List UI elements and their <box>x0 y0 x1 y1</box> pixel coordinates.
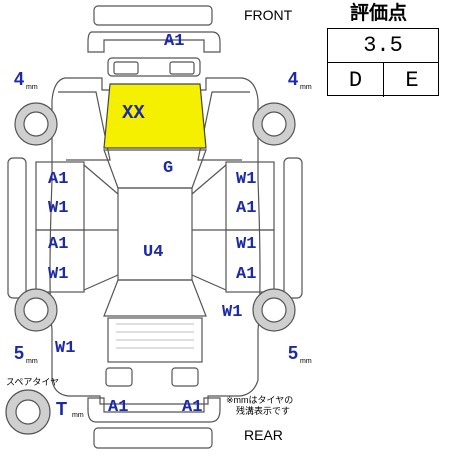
tread-rear-left: 5 <box>14 343 25 363</box>
front-label: FRONT <box>244 7 293 23</box>
code-rear-bumper-right: A1 <box>182 398 203 417</box>
rear-lamp-right <box>171 367 199 387</box>
score-title: 評価点 <box>350 3 408 24</box>
front-fender-right <box>197 91 250 161</box>
code-rear-bumper-left: A1 <box>108 398 129 417</box>
code-hood: XX <box>122 102 145 124</box>
code-roof-front: G <box>163 159 174 178</box>
rear-label: REAR <box>244 427 283 443</box>
front-bumper <box>87 31 221 53</box>
headlight-right <box>169 61 195 75</box>
headlight-left <box>113 61 139 75</box>
tread-rear-right: 5 <box>288 343 299 363</box>
spare-tire-label: スペアタイヤ <box>6 377 60 387</box>
trunk-panel <box>107 317 203 363</box>
front-bumper-bar <box>93 5 213 26</box>
code-left-front-door-2: W1 <box>48 199 69 218</box>
tread-front-left: 4 <box>14 69 25 89</box>
left-sill <box>7 157 27 299</box>
code-left-rear-door-2: W1 <box>48 265 69 284</box>
rear-bumper <box>87 397 221 423</box>
code-right-rear-fender: W1 <box>222 303 243 322</box>
rear-bumper-bar <box>93 427 213 449</box>
code-left-rear-door-1: A1 <box>48 235 69 254</box>
tread-unit: mm <box>72 412 84 419</box>
tread-spare: T <box>56 399 67 419</box>
grade-box: 3.5 D E <box>327 28 439 97</box>
roof-panel <box>117 187 193 281</box>
code-left-rear-fender: W1 <box>55 339 76 358</box>
right-rear-door <box>225 229 275 293</box>
body-outline <box>49 77 261 405</box>
code-right-front-door-1: W1 <box>236 170 257 189</box>
front-grille <box>107 57 201 77</box>
interior-score: D <box>328 63 384 97</box>
note-line-1: ※mmはタイヤの <box>226 395 294 405</box>
code-right-rear-door-1: W1 <box>236 235 257 254</box>
tread-unit: mm <box>26 358 38 365</box>
windshield <box>103 149 207 189</box>
tread-front-right: 4 <box>288 69 299 89</box>
code-front-bumper: A1 <box>164 32 185 51</box>
code-left-front-door-1: A1 <box>48 170 69 189</box>
overall-score: 3.5 <box>328 29 438 63</box>
left-rear-door <box>35 229 85 293</box>
rear-lamp-left <box>105 367 133 387</box>
tread-unit: mm <box>300 358 312 365</box>
code-right-rear-door-2: A1 <box>236 265 257 284</box>
front-fender-left <box>58 91 111 161</box>
right-sill <box>283 157 303 299</box>
hood-panel <box>103 83 207 149</box>
tread-unit: mm <box>300 84 312 91</box>
code-roof: U4 <box>143 243 164 262</box>
rear-window <box>103 279 207 317</box>
note-line-2: 残溝表示です <box>236 406 291 416</box>
code-right-front-door-2: A1 <box>236 199 257 218</box>
exterior-score: E <box>405 67 419 93</box>
tread-unit: mm <box>26 84 38 91</box>
